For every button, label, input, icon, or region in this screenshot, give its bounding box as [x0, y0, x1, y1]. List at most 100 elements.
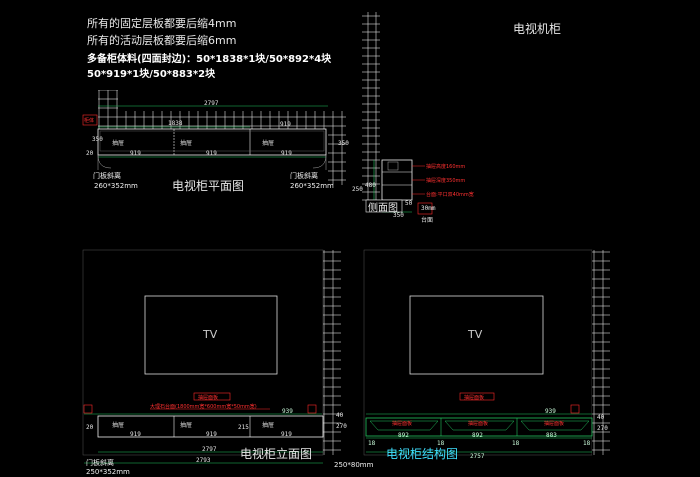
elev-red-marker-right	[307, 404, 317, 414]
side-dim-50: 50	[405, 200, 413, 207]
elev-wall-right	[323, 250, 341, 455]
elevation-view	[82, 249, 341, 464]
elev-left-note-1: 门板斜离	[86, 459, 114, 467]
elev-dim-2797: 2797	[202, 446, 217, 453]
note-line-3: 多备柜体料(四面封边)：50*1838*1块/50*892*4块	[87, 54, 332, 65]
elev-red-line-label: 大理石台面(1800mm宽*600mm宽*50mm宽)	[150, 404, 257, 410]
elev-left-note-2: 250*352mm	[86, 468, 130, 476]
plan-cabinet-body	[97, 128, 327, 156]
side-bottom-label: 台面	[421, 217, 434, 224]
plan-red-marker	[82, 114, 98, 126]
struct-dim-top: 939	[545, 408, 556, 415]
side-view	[362, 12, 433, 215]
plan-dim-919-right: 919	[280, 121, 291, 128]
plan-wall-post-left	[98, 90, 118, 112]
elev-red-box-label: 抽屉面板	[198, 395, 219, 401]
plan-dim-bottom-2: 919	[206, 150, 217, 157]
struct-tv-label: TV	[468, 328, 483, 341]
struct-red-label-3: 抽屉面板	[544, 421, 565, 427]
plan-red-note: 柜体	[84, 118, 95, 124]
plan-door-label-2: 抽屉	[180, 140, 193, 147]
plan-left-note-1: 门板斜离	[93, 172, 121, 180]
plan-left-note-2: 260*352mm	[94, 182, 138, 190]
struct-dim-883: 883	[546, 432, 557, 439]
plan-side-dim-3: 350	[338, 140, 349, 147]
side-dim-30: 30mm	[421, 205, 436, 212]
struct-panel-shape-3	[520, 420, 590, 431]
elev-dim-215: 215	[238, 424, 249, 431]
elev-red-marker-left	[83, 404, 93, 414]
side-top-block	[387, 161, 399, 171]
side-title-box	[365, 199, 403, 213]
struct-dim-18-b: 18	[437, 440, 445, 447]
struct-panel-shape-2	[444, 420, 515, 431]
struct-red-box-label: 抽屉面板	[464, 395, 485, 401]
plan-wall-top	[98, 111, 346, 129]
struct-dim-18-a: 18	[368, 440, 376, 447]
struct-title: 电视柜结构图	[386, 447, 459, 461]
plan-title: 电视柜平面图	[172, 179, 245, 193]
elev-cabinet	[97, 415, 324, 438]
struct-dim-40: 40	[597, 414, 605, 421]
struct-dim-892-b: 892	[472, 432, 483, 439]
elev-dim-bottom-2: 919	[206, 431, 217, 438]
side-dim-350: 350	[393, 212, 404, 219]
plan-right-note-2: 260*352mm	[290, 182, 334, 190]
plan-side-dim-2: 20	[86, 150, 94, 157]
side-red-note-3: 台面:平口双40mm宽	[426, 192, 474, 198]
elev-title: 电视柜立面图	[240, 447, 313, 461]
elev-right-note: 250*80mm	[334, 461, 374, 469]
struct-dim-270: 270	[597, 425, 608, 432]
elev-dim-2793: 2793	[196, 457, 211, 464]
elev-door-label-1: 抽屉	[112, 422, 125, 429]
plan-inner-line	[99, 130, 325, 152]
side-dim-480: 480	[365, 182, 376, 189]
struct-tv-screen	[409, 295, 544, 375]
side-wall-column	[362, 12, 380, 207]
struct-dim-18-c: 18	[512, 440, 520, 447]
plan-view	[82, 90, 346, 185]
note-line-2: 所有的活动层板都要后缩6mm	[87, 34, 237, 47]
elev-door-label-3: 抽屉	[262, 422, 275, 429]
plan-wall-right	[328, 111, 346, 185]
side-cabinet	[381, 159, 413, 201]
plan-dim-1838: 1838	[168, 120, 183, 127]
elev-red-box	[193, 392, 231, 401]
plan-right-note-1: 门板斜离	[290, 172, 318, 180]
struct-wall-right	[592, 250, 610, 455]
struct-dim-892-a: 892	[398, 432, 409, 439]
elev-tv-label: TV	[203, 328, 218, 341]
elev-dim-939: 939	[282, 408, 293, 415]
plan-dim-bottom-3: 919	[281, 150, 292, 157]
elev-door-label-2: 抽屉	[180, 422, 193, 429]
structure-view	[363, 249, 610, 456]
struct-red-label-2: 抽屉面板	[468, 421, 489, 427]
struct-red-marker-right	[570, 404, 580, 414]
elev-dim-20: 20	[86, 424, 94, 431]
elev-dim-bottom-3: 919	[281, 431, 292, 438]
note-line-1: 所有的固定层板都要后缩4mm	[87, 17, 237, 30]
plan-side-dim-1: 350	[92, 136, 103, 143]
side-red-note-2: 抽屉深度350mm	[426, 178, 466, 184]
struct-dim-18-d: 18	[583, 440, 591, 447]
struct-red-box	[459, 392, 495, 401]
plan-door-label-1: 抽屉	[112, 140, 125, 147]
note-line-4: 50*919*1块/50*883*2块	[87, 69, 216, 80]
side-dim-250: 250	[352, 186, 363, 193]
elev-tv-screen	[144, 295, 278, 375]
plan-dim-bottom-1: 919	[130, 150, 141, 157]
plan-dim-total: 2797	[204, 100, 219, 107]
side-red-note-1: 抽屉高度160mm	[426, 164, 466, 170]
side-title: 侧面图	[368, 203, 398, 214]
struct-red-label-1: 抽屉面板	[392, 421, 413, 427]
top-title: 电视机柜	[513, 22, 562, 36]
struct-cabinet	[365, 417, 593, 437]
elev-dim-270: 270	[336, 423, 347, 430]
side-foot-box	[417, 202, 433, 215]
elev-dim-40: 40	[336, 412, 344, 419]
struct-dim-total: 2757	[470, 453, 485, 460]
struct-panel-shape-1	[369, 420, 439, 431]
plan-door-label-3: 抽屉	[262, 140, 275, 147]
elev-dim-bottom-1: 919	[130, 431, 141, 438]
